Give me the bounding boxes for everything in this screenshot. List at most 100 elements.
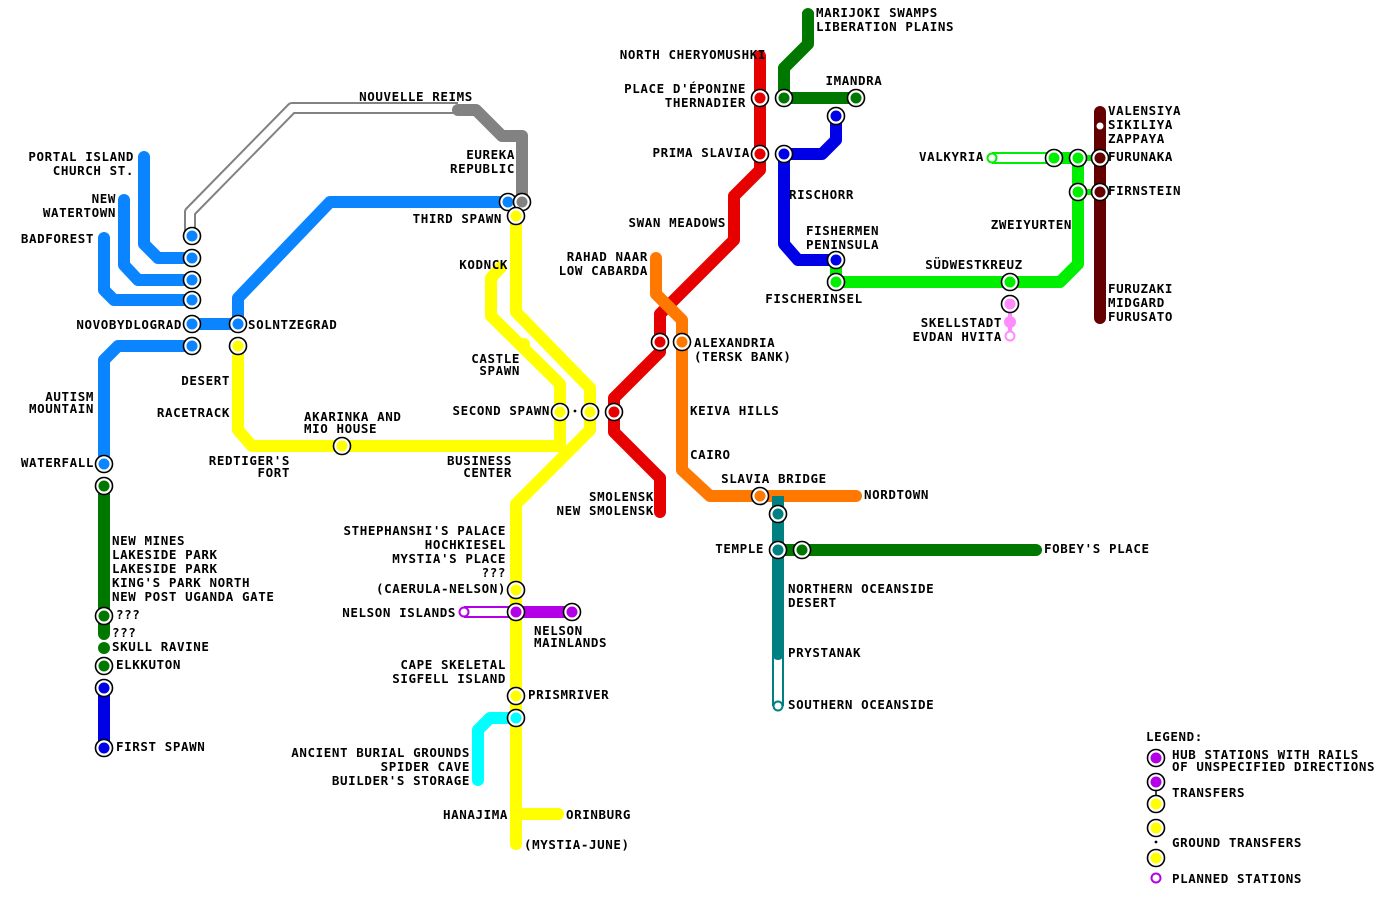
station[interactable] bbox=[98, 642, 110, 654]
stations bbox=[94, 8, 1110, 850]
station[interactable] bbox=[772, 598, 784, 610]
station[interactable] bbox=[472, 746, 484, 758]
rail-lines bbox=[98, 12, 1106, 844]
transfer-station-core bbox=[796, 544, 808, 556]
station-label: NELSON ISLANDS bbox=[342, 605, 456, 620]
station[interactable] bbox=[654, 506, 666, 518]
station[interactable] bbox=[510, 568, 522, 580]
transfer-station-core bbox=[510, 712, 522, 724]
station[interactable] bbox=[510, 808, 522, 820]
station[interactable] bbox=[754, 50, 766, 62]
station[interactable] bbox=[772, 584, 784, 596]
station[interactable] bbox=[452, 104, 464, 116]
station[interactable] bbox=[778, 190, 790, 202]
blue-line bbox=[138, 157, 192, 264]
transfer-station-core bbox=[754, 92, 766, 104]
station-label: PORTAL ISLAND bbox=[28, 149, 134, 164]
station[interactable] bbox=[98, 232, 110, 244]
station-label: PRIMA SLAVIA bbox=[652, 145, 750, 160]
transfer-station-core bbox=[1072, 186, 1084, 198]
station[interactable] bbox=[1004, 316, 1016, 328]
station-label: WATERFALL bbox=[21, 455, 94, 470]
station[interactable] bbox=[510, 538, 522, 550]
station[interactable] bbox=[510, 552, 522, 564]
station[interactable] bbox=[772, 648, 784, 660]
station[interactable] bbox=[650, 266, 662, 278]
station-label: NEW MINES bbox=[112, 533, 185, 548]
station[interactable] bbox=[1094, 134, 1106, 146]
station[interactable] bbox=[802, 8, 814, 20]
station[interactable] bbox=[654, 490, 666, 502]
station[interactable] bbox=[98, 578, 110, 590]
station-label: MYSTIA'S PLACE bbox=[392, 551, 506, 566]
planned-station[interactable] bbox=[458, 606, 470, 618]
station[interactable] bbox=[1094, 312, 1106, 324]
station[interactable] bbox=[472, 760, 484, 772]
planned-station[interactable] bbox=[986, 152, 998, 164]
legend-text: HUB STATIONS WITH RAILS bbox=[1172, 747, 1359, 762]
planned-station[interactable] bbox=[772, 700, 784, 712]
station[interactable] bbox=[98, 550, 110, 562]
station-label: RISCHORR bbox=[789, 187, 854, 202]
station-label: ??? bbox=[112, 625, 136, 640]
station-label: LOW CABARDA bbox=[559, 263, 648, 278]
station[interactable] bbox=[98, 628, 110, 640]
station[interactable] bbox=[676, 450, 688, 462]
station[interactable] bbox=[510, 838, 522, 850]
station-label: FIRST SPAWN bbox=[116, 739, 205, 754]
station[interactable] bbox=[98, 402, 110, 414]
station[interactable] bbox=[472, 774, 484, 786]
station[interactable] bbox=[802, 22, 814, 34]
station[interactable] bbox=[510, 672, 522, 684]
station-label: MAINLANDS bbox=[534, 635, 607, 650]
station[interactable] bbox=[1094, 284, 1106, 296]
station[interactable] bbox=[850, 490, 862, 502]
station-label: FISHERMEN bbox=[806, 223, 879, 238]
station[interactable] bbox=[650, 252, 662, 264]
station[interactable] bbox=[1030, 544, 1042, 556]
station[interactable] bbox=[232, 406, 244, 418]
legend-text: GROUND TRANSFERS bbox=[1172, 835, 1302, 850]
station[interactable] bbox=[232, 374, 244, 386]
transfer-station-core bbox=[772, 544, 784, 556]
station-label: SLAVIA BRIDGE bbox=[721, 471, 827, 486]
station-label: FURUNAKA bbox=[1108, 149, 1173, 164]
station[interactable] bbox=[676, 404, 688, 416]
station-label: AKARINKA AND bbox=[304, 409, 402, 424]
transfer-station-core bbox=[830, 276, 842, 288]
station-label: PRISMRIVER bbox=[528, 687, 609, 702]
station[interactable] bbox=[1094, 106, 1106, 118]
transfer-station-core bbox=[98, 610, 110, 622]
transfer-station-core bbox=[186, 230, 198, 242]
blue-line bbox=[98, 238, 192, 306]
legend-text: LEGEND: bbox=[1146, 729, 1203, 744]
transfer-station-core bbox=[98, 458, 110, 470]
station[interactable] bbox=[1072, 220, 1084, 232]
transfer-station-core bbox=[772, 508, 784, 520]
station[interactable] bbox=[278, 440, 290, 452]
station[interactable] bbox=[552, 808, 564, 820]
station-label: REPUBLIC bbox=[450, 161, 515, 176]
transfer-station-core bbox=[1048, 152, 1060, 164]
planned-station[interactable] bbox=[1004, 330, 1016, 342]
station[interactable] bbox=[98, 536, 110, 548]
station[interactable] bbox=[500, 440, 512, 452]
station[interactable] bbox=[98, 564, 110, 576]
planned-station[interactable] bbox=[1094, 120, 1106, 132]
station[interactable] bbox=[510, 272, 522, 284]
station[interactable] bbox=[98, 592, 110, 604]
station[interactable] bbox=[728, 218, 740, 230]
station-label: DESERT bbox=[181, 373, 230, 388]
station[interactable] bbox=[1094, 298, 1106, 310]
station-label: (CAERULA-NELSON) bbox=[376, 581, 506, 596]
station[interactable] bbox=[138, 151, 150, 163]
station[interactable] bbox=[518, 338, 530, 350]
station[interactable] bbox=[118, 194, 130, 206]
station[interactable] bbox=[516, 130, 528, 142]
station-label: VALENSIYA bbox=[1108, 103, 1181, 118]
station[interactable] bbox=[138, 166, 150, 178]
station-label: THERNADIER bbox=[665, 95, 746, 110]
station[interactable] bbox=[510, 524, 522, 536]
station-label: NEW SMOLENSK bbox=[556, 503, 654, 518]
station[interactable] bbox=[510, 658, 522, 670]
